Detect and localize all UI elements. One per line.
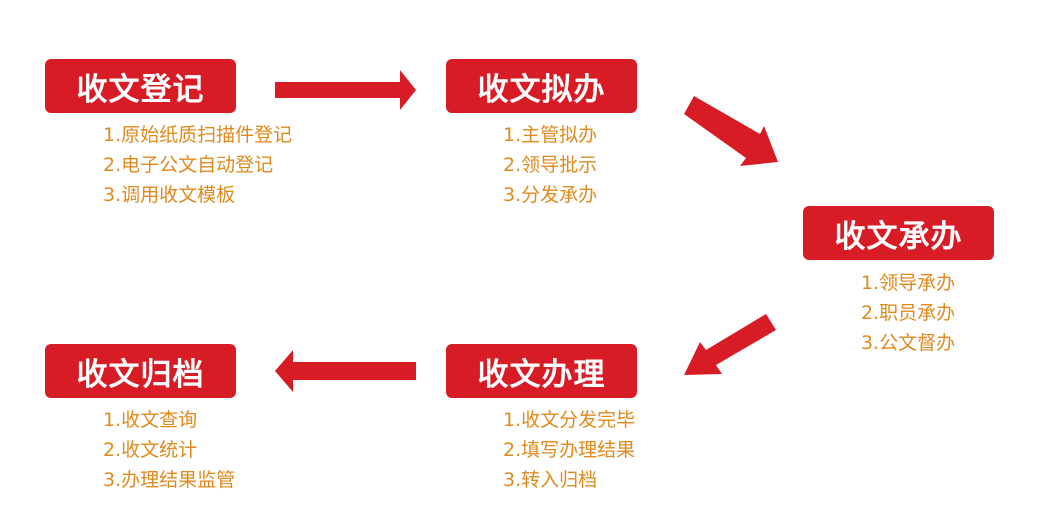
list-item: 1.领导承办 bbox=[861, 272, 956, 294]
step-items-draft: 1.主管拟办 2.领导批示 3.分发承办 bbox=[503, 120, 597, 210]
list-item: 2.电子公文自动登记 bbox=[103, 154, 274, 176]
list-item: 2.收文统计 bbox=[103, 439, 198, 461]
arrow-down-right bbox=[684, 96, 778, 166]
list-item: 2.职员承办 bbox=[861, 302, 956, 324]
list-item: 3.公文督办 bbox=[861, 332, 956, 354]
step-title-archive: 收文归档 bbox=[45, 344, 236, 398]
step-title-process: 收文办理 bbox=[446, 344, 637, 398]
list-item: 1.收文分发完毕 bbox=[503, 409, 636, 431]
list-item: 2.领导批示 bbox=[503, 154, 598, 176]
list-item: 3.分发承办 bbox=[503, 184, 598, 206]
arrow-left bbox=[275, 350, 416, 392]
list-item: 1.主管拟办 bbox=[503, 124, 598, 146]
step-items-register: 1.原始纸质扫描件登记 2.电子公文自动登记 3.调用收文模板 bbox=[103, 120, 292, 210]
step-title-draft: 收文拟办 bbox=[446, 59, 637, 113]
list-item: 3.办理结果监管 bbox=[103, 469, 236, 491]
step-items-process: 1.收文分发完毕 2.填写办理结果 3.转入归档 bbox=[503, 405, 635, 495]
step-items-archive: 1.收文查询 2.收文统计 3.办理结果监管 bbox=[103, 405, 235, 495]
step-items-undertake: 1.领导承办 2.职员承办 3.公文督办 bbox=[861, 268, 955, 358]
step-title-undertake: 收文承办 bbox=[803, 206, 994, 260]
list-item: 1.原始纸质扫描件登记 bbox=[103, 124, 293, 146]
list-item: 2.填写办理结果 bbox=[503, 439, 636, 461]
arrow-right-1 bbox=[275, 70, 416, 110]
list-item: 3.调用收文模板 bbox=[103, 184, 236, 206]
step-title-register: 收文登记 bbox=[45, 59, 236, 113]
list-item: 1.收文查询 bbox=[103, 409, 198, 431]
list-item: 3.转入归档 bbox=[503, 469, 598, 491]
arrow-down-left bbox=[684, 314, 776, 375]
